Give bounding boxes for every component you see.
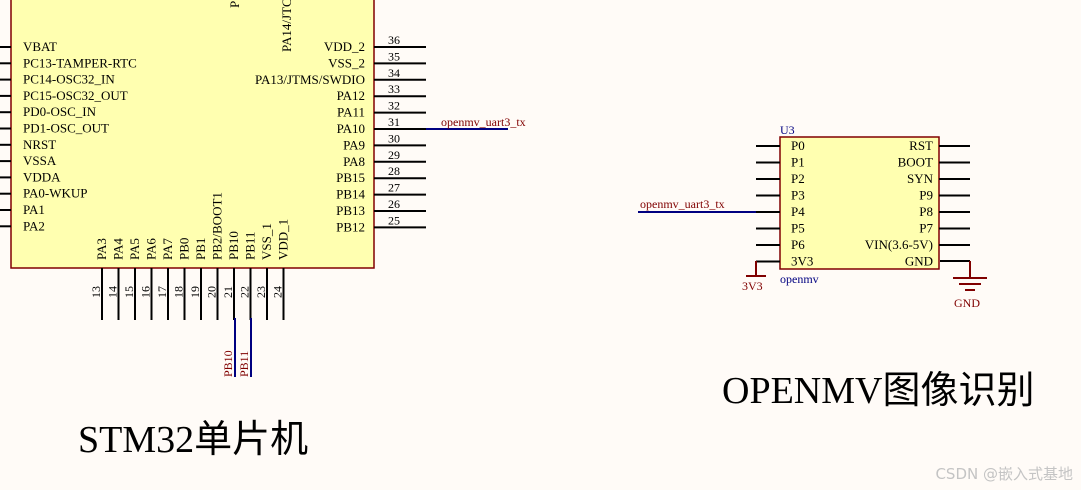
openmv-designator: U3 <box>780 123 795 137</box>
stm32-bottom-pin-label: PA7 <box>160 238 175 260</box>
stm32-right-pin-number: 36 <box>388 33 400 47</box>
stm32-bottom-pin-number: 20 <box>205 286 219 298</box>
stm32-left-pin-label: PA1 <box>23 202 45 217</box>
stm32-left-pin-label: PA2 <box>23 218 45 233</box>
stm32-bottom-pin-label: PB2/BOOT1 <box>210 192 225 260</box>
stm32-right-pin-label: PB13 <box>336 203 365 218</box>
stm32-bottom-pin-number: 23 <box>254 286 268 298</box>
openmv-left-pin-label: P0 <box>791 138 805 153</box>
stm32-right-pin-label: PA9 <box>343 137 365 152</box>
watermark: CSDN @嵌入式基地 <box>935 465 1073 483</box>
stm32-right-pin-label: PA13/JTMS/SWDIO <box>255 72 365 87</box>
openmv-right-pin-label: P9 <box>919 188 933 203</box>
stm32-left-pin-label: PC14-OSC32_IN <box>23 72 115 87</box>
stm32-top-label-pa14: PA14/JTC <box>279 0 294 52</box>
stm32-title: STM32单片机 <box>78 419 308 461</box>
stm32-right-pin-number: 29 <box>388 148 400 162</box>
stm32-right-pin-label: PB15 <box>336 170 365 185</box>
power-gnd-label: GND <box>954 296 980 310</box>
stm32-bottom-pin-label: VDD_1 <box>276 219 291 260</box>
power-3v3-label: 3V3 <box>742 279 763 293</box>
stm32-bottom-pin-label: PA5 <box>127 238 142 260</box>
stm32-right-pin-number: 35 <box>388 49 400 63</box>
openmv-left-pin-label: P1 <box>791 155 805 170</box>
ground-symbol-icon <box>940 260 987 291</box>
stm32-right-pin-number: 28 <box>388 164 400 178</box>
stm32-bottom-pin-number: 15 <box>122 286 136 298</box>
stm32-right-pin-number: 30 <box>388 131 400 145</box>
stm32-bottom-pin-number: 21 <box>221 286 235 298</box>
openmv-title: OPENMV图像识别 <box>722 370 1034 412</box>
stm32-bottom-pin-label: PB0 <box>177 238 192 260</box>
stm32-bottom-pin-number: 24 <box>271 286 285 298</box>
stm32-bottom-pin-label: VSS_1 <box>259 223 274 260</box>
stm32-left-pin-label: PC15-OSC32_OUT <box>23 88 128 103</box>
stm32-bottom-pin-number: 17 <box>155 286 169 298</box>
openmv-right-pin-label: VIN(3.6-5V) <box>865 237 933 252</box>
stm32-right-pin-number: 32 <box>388 99 400 113</box>
openmv-left-pin-label: P6 <box>791 237 805 252</box>
stm32-bottom-pin-label: PA6 <box>144 238 159 260</box>
stm32-bottom-pin-label: PB10 <box>226 231 241 260</box>
stm32-chip-body <box>10 0 375 269</box>
stm32-top-label-p: P <box>227 1 242 8</box>
stm32-right-pin-label: PB12 <box>336 219 365 234</box>
net-label-pb10: PB10 <box>221 350 235 377</box>
openmv-right-pin-label: P7 <box>919 221 933 236</box>
stm32-right-pin-number: 34 <box>388 66 400 80</box>
stm32-right-pin-number: 33 <box>388 82 400 96</box>
openmv-left-pin-label: 3V3 <box>791 254 813 269</box>
stm32-bottom-pin-number: 16 <box>139 286 153 298</box>
openmv-right-pin-label: GND <box>905 254 933 269</box>
stm32-right-pin-number: 26 <box>388 197 400 211</box>
stm32-right-pin-label: PB14 <box>336 187 365 202</box>
stm32-left-pin-label: PD0-OSC_IN <box>23 104 97 119</box>
stm32-bottom-pin-label: PB1 <box>193 238 208 260</box>
stm32-right-pin-label: PA12 <box>337 88 365 103</box>
stm32-left-pin-label: VSSA <box>23 153 57 168</box>
openmv-left-pin-label: P3 <box>791 188 805 203</box>
openmv-left-pin-label: P2 <box>791 171 805 186</box>
stm32-bottom-pin-number: 19 <box>188 286 202 298</box>
stm32-right-pin-label: PA11 <box>337 105 365 120</box>
stm32-bottom-pin-label: PB11 <box>243 232 258 260</box>
stm32-bottom-pin-number: 18 <box>172 286 186 298</box>
stm32-right-pin-label: PA8 <box>343 154 365 169</box>
stm32-left-pin-label: PC13-TAMPER-RTC <box>23 55 137 70</box>
stm32-right-pin-label: VSS_2 <box>328 55 365 70</box>
net-label-p4: openmv_uart3_tx <box>640 197 725 211</box>
openmv-right-pin-label: BOOT <box>898 155 933 170</box>
openmv-module-body <box>779 136 940 270</box>
stm32-bottom-pin-label: PA4 <box>111 238 126 260</box>
openmv-left-pin-label: P4 <box>791 204 805 219</box>
stm32-left-pin-label: VBAT <box>23 39 57 54</box>
net-label-pb11: PB11 <box>237 351 251 377</box>
stm32-bottom-pin-number: 22 <box>238 286 252 298</box>
stm32-right-pin-number: 25 <box>388 213 400 227</box>
openmv-right-pin-label: RST <box>909 138 933 153</box>
stm32-left-pin-label: NRST <box>23 137 56 152</box>
stm32-bottom-pin-label: PA3 <box>94 238 109 260</box>
openmv-right-pin-label: P8 <box>919 204 933 219</box>
stm32-right-pin-label: PA10 <box>337 121 365 136</box>
stm32-left-pin-label: PD1-OSC_OUT <box>23 121 109 136</box>
stm32-left-pin-label: PA0-WKUP <box>23 186 88 201</box>
net-label-pa10: openmv_uart3_tx <box>441 115 526 129</box>
stm32-bottom-pin-number: 14 <box>106 286 120 298</box>
openmv-comment: openmv <box>780 272 819 286</box>
stm32-left-pin-label: VDDA <box>23 169 61 184</box>
stm32-bottom-pins: PA3 13 PA4 14 PA5 15 PA6 16 PA7 17 PB0 18 PB1 19 PB2/B… <box>89 192 291 320</box>
stm32-right-pin-number: 27 <box>388 181 400 195</box>
stm32-bottom-pin-number: 13 <box>89 286 103 298</box>
openmv-left-pin-label: P5 <box>791 221 805 236</box>
openmv-right-pin-label: SYN <box>907 171 934 186</box>
stm32-right-pin-number: 31 <box>388 115 400 129</box>
stm32-right-pin-label: VDD_2 <box>324 39 365 54</box>
